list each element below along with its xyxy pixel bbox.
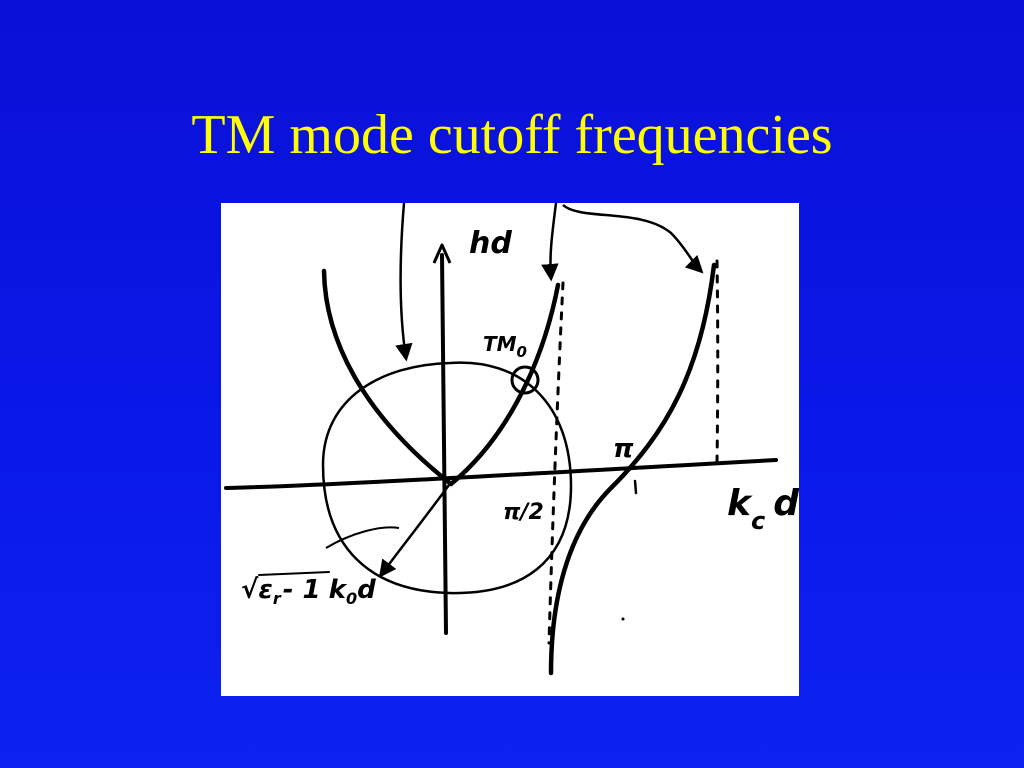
- callout-arrow-tm0-asymptote: [541, 203, 559, 282]
- radius-label: √εr- 1 k0d: [241, 575, 376, 608]
- pi-crossing-tick: [633, 479, 638, 495]
- radius-label-minus-one: - 1: [283, 575, 321, 605]
- radius-arrow: [378, 484, 451, 578]
- vertical-axis-label: hd: [469, 226, 512, 261]
- half-pi-asymptote: [547, 281, 565, 645]
- horizontal-axis-label-tail: d: [773, 483, 799, 524]
- vertical-axis-arrowhead: [432, 243, 452, 264]
- right-asymptote: [715, 259, 720, 465]
- horizontal-axis-label-main: k: [727, 483, 753, 524]
- stray-dot: [621, 617, 625, 621]
- radius-label-k: k: [329, 575, 348, 605]
- pi-crossing-label: π: [613, 434, 634, 464]
- radius-label-eps: ε: [258, 575, 272, 605]
- tm0-mode-curve: [448, 282, 561, 487]
- horizontal-axis-label-sub: c: [751, 507, 765, 535]
- half-pi-label: π/2: [503, 500, 544, 525]
- left-mode-curve: [321, 268, 454, 487]
- radius-label-d: d: [357, 575, 376, 605]
- second-mode-curve: [548, 262, 717, 676]
- vertical-axis: [440, 253, 448, 635]
- tm0-label-main: TM: [483, 332, 517, 356]
- radius-label-leader: [325, 526, 400, 549]
- radius-label-root-bar: [258, 571, 330, 576]
- tm0-label-sub: 0: [517, 343, 527, 361]
- callout-arrow-right-asymptote: [562, 203, 704, 274]
- callout-arrow-circle: [395, 203, 413, 362]
- radius-label-eps-sub: r: [273, 589, 282, 608]
- horizontal-axis: [224, 458, 778, 490]
- radius-label-k-sub: 0: [346, 589, 357, 608]
- radius-label-root: √: [241, 575, 259, 605]
- slide-title: TM mode cutoff frequencies: [191, 104, 833, 166]
- tm0-label: TM0: [483, 332, 527, 361]
- tm0-intersection-marker: [510, 365, 540, 395]
